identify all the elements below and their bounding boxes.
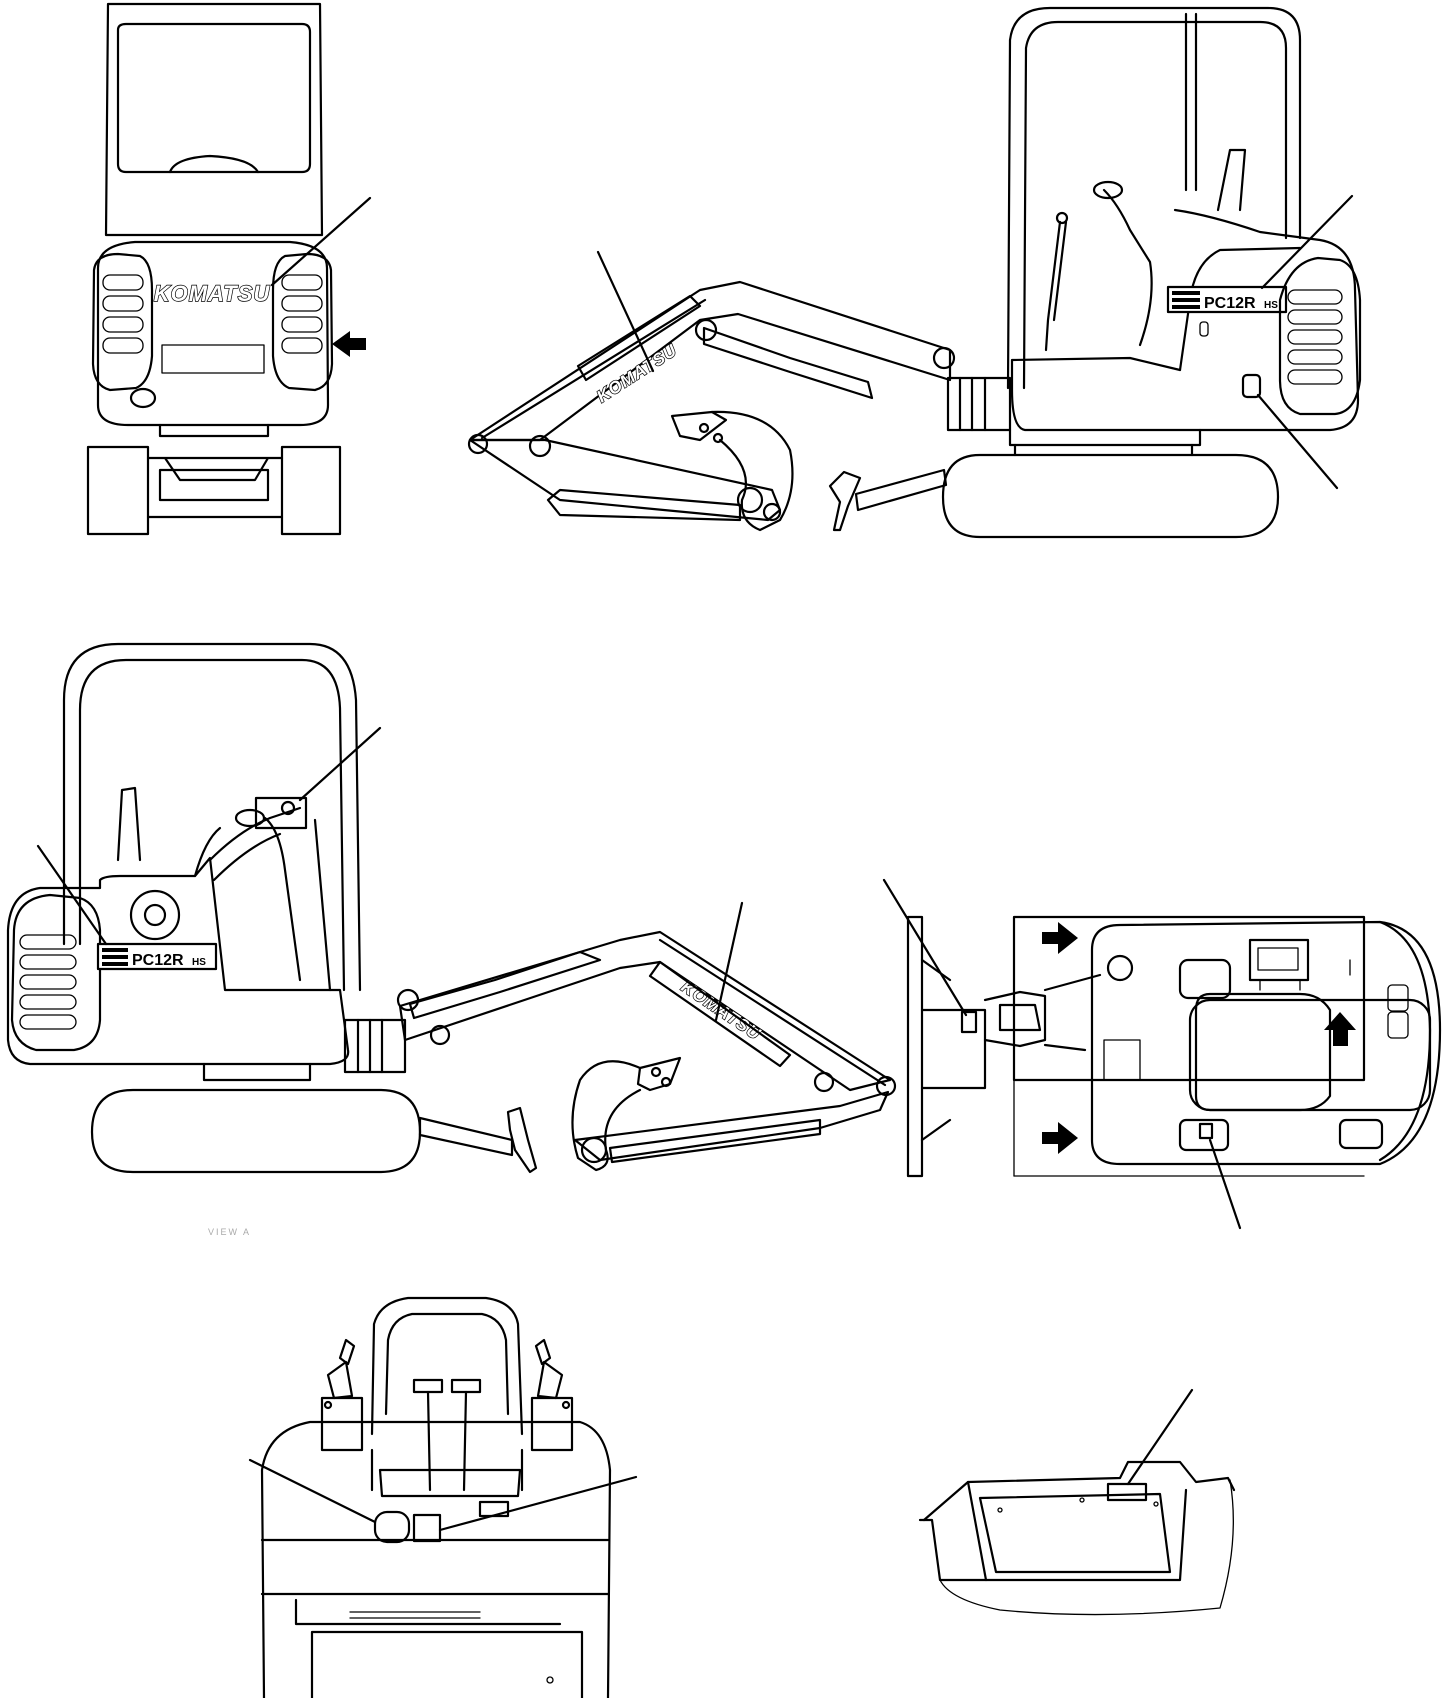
decal-marker-canopy [254,796,308,830]
model-decal-text: PC12R [1204,295,1256,312]
model-decal-side-left: PC12R HS [96,942,218,971]
direction-arrow-icon [332,331,366,357]
top-view [882,878,1442,1230]
left-joystick [320,1338,364,1452]
model-decal-side-right: PC12R HS [1166,285,1288,314]
model-decal-text-left: PC12R [132,952,184,969]
model-suffix-text-left: HS [192,957,206,968]
boom-side-left: KOMATSU [396,930,897,1097]
decal-marker-detail [1106,1482,1148,1502]
front-view: KOMATSU [86,2,372,536]
model-suffix-text: HS [1264,300,1278,311]
komatsu-decal-front: KOMATSU [154,281,271,306]
right-side-view: PC12R HS KOMATSU [6,642,897,1237]
decal-marker-top-lever [1198,1122,1214,1140]
komatsu-decal-boom-left: KOMATSU [678,977,765,1044]
front-right-grille [271,252,334,392]
direction-arrow-icon [1042,922,1078,954]
decal-marker-top-boom [960,1010,978,1034]
side-left-grille [10,893,102,1052]
rear-view [248,1296,638,1698]
bucket-side-left [571,1056,682,1172]
left-side-view: PC12R HS KOMATSU [467,6,1362,539]
right-joystick [530,1338,574,1452]
arm-side-right [468,438,782,522]
decal-marker-rear-right [412,1513,442,1543]
decal-marker-rear-left [373,1510,411,1544]
view-caption-fragment: VIEW A [208,1227,251,1237]
side-right-grille [1278,256,1362,416]
bucket-side-right [670,410,794,532]
detail-view [918,1388,1236,1616]
front-left-grille [91,252,154,392]
direction-arrow-icon [1324,1012,1356,1046]
decal-marker-side-right [1241,373,1262,399]
direction-arrow-icon [1042,1122,1078,1154]
